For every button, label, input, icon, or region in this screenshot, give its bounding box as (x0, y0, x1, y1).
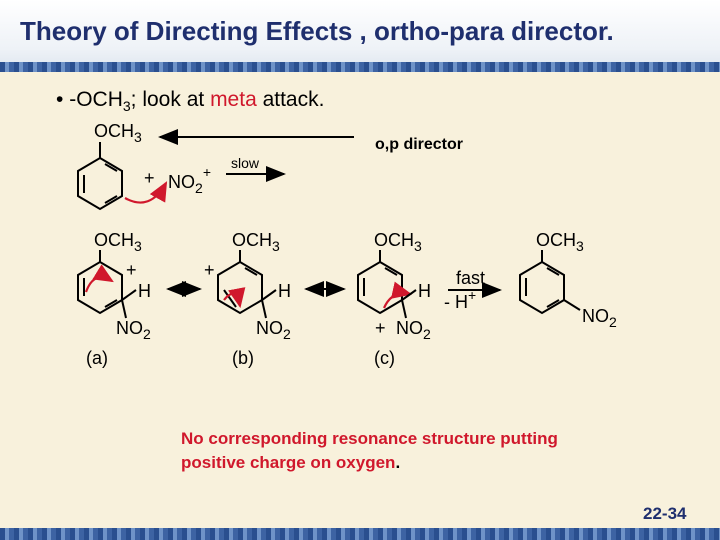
slide-title: Theory of Directing Effects , ortho-para… (20, 16, 614, 46)
curly-arrow-attack (124, 181, 168, 204)
bullet-suffix: attack. (256, 88, 325, 111)
bullet-line: • -OCH3; look at meta attack. (56, 88, 324, 114)
bullet-middle: ; look at (130, 88, 211, 111)
svg-text:NO2: NO2 (396, 318, 431, 342)
svg-text:NO2: NO2 (256, 318, 291, 342)
bottom-stripe (0, 528, 720, 540)
bullet-sub: 3 (122, 98, 131, 115)
plus-charge: + (144, 168, 155, 188)
svg-text:OCH3: OCH3 (232, 230, 280, 254)
note-period: . (395, 453, 401, 472)
slow-label: slow (231, 155, 260, 171)
svg-text:NO2: NO2 (582, 306, 617, 330)
svg-text:H: H (138, 281, 151, 301)
bullet-prefix: -OCH (69, 88, 123, 111)
top-stripe (0, 62, 720, 72)
svg-text:H: H (418, 281, 431, 301)
bullet-meta-highlight: meta (210, 88, 257, 111)
meta-nitro-product: OCH3 NO2 (519, 230, 617, 330)
svg-text:NO2: NO2 (116, 318, 151, 342)
note-line-2: positive charge on oxygen. (181, 451, 651, 475)
note-line-2-text: positive charge on oxygen (181, 453, 396, 472)
svg-text:+: + (126, 260, 137, 280)
label-b: (b) (232, 348, 254, 368)
svg-text:+: + (375, 318, 386, 338)
slide-number: 22-34 (643, 504, 687, 523)
label-c: (c) (374, 348, 395, 368)
bullet-symbol: • (56, 88, 64, 111)
resonance-structure-a: OCH3 + H NO2 (a) (77, 230, 151, 368)
svg-text:H: H (278, 281, 291, 301)
nitronium-label: NO2+ (168, 164, 211, 196)
label-a: (a) (86, 348, 108, 368)
och3-label: OCH3 (94, 121, 142, 145)
explanation-note: No corresponding resonance structure put… (181, 427, 651, 475)
svg-text:+: + (204, 260, 215, 280)
note-line-1: No corresponding resonance structure put… (181, 429, 558, 448)
title-band (0, 0, 720, 70)
fast-label: fast (456, 268, 485, 288)
svg-text:OCH3: OCH3 (94, 230, 142, 254)
svg-text:OCH3: OCH3 (536, 230, 584, 254)
resonance-structure-c: OCH3 H + NO2 (c) (357, 230, 431, 368)
director-label: o,p director (375, 136, 463, 153)
anisole-reactant: OCH3 (77, 121, 142, 211)
minus-h-label: - H+ (444, 287, 476, 312)
resonance-structure-b: OCH3 + H NO2 (b) (204, 230, 291, 368)
svg-text:OCH3: OCH3 (374, 230, 422, 254)
